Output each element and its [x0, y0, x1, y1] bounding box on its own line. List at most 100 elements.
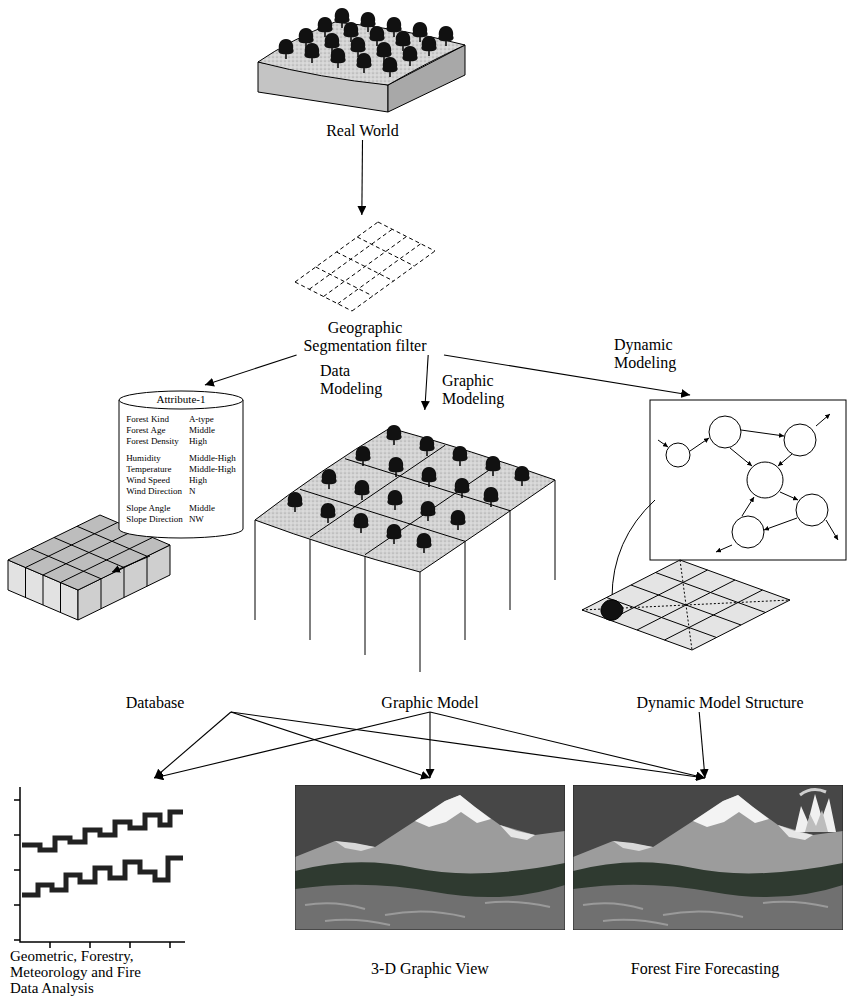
- flow-arrow: [429, 712, 430, 778]
- graphic-model-terrain-part-part: [416, 533, 431, 553]
- graphic-model-terrain-part: [255, 428, 555, 572]
- graphic-model-terrain-part-part: [514, 466, 529, 486]
- database-grid-part: [112, 556, 150, 572]
- state-diagram-part: [816, 414, 830, 426]
- graphic-model-terrain-part-part: [287, 492, 302, 512]
- data-chart-part: [22, 858, 183, 895]
- table-cell: A-type: [189, 414, 236, 425]
- table-cell: Humidity: [126, 453, 183, 464]
- caption-text: Forest Fire Forecasting: [631, 960, 779, 978]
- dynamic-grid: [582, 560, 790, 650]
- graphic-model-terrain-part-part: [485, 456, 500, 476]
- graphic-model-terrain-part-part: [420, 501, 435, 521]
- state-diagram-part: [690, 438, 709, 451]
- graphic-model-terrain-part-part: [355, 446, 370, 466]
- database-grid-part: [147, 556, 148, 586]
- illustration-box: Real World: [255, 5, 470, 140]
- real-world-terrain-part-part: [330, 48, 345, 68]
- real-world-terrain-part-part: [304, 43, 319, 63]
- forecast-image-part: [795, 794, 836, 832]
- caption-text: Geographic Segmentation filter: [286, 319, 444, 355]
- graphic-model-terrain-part: [300, 445, 510, 554]
- flow-arrow: [231, 712, 705, 778]
- edge-label: Graphic Modeling: [440, 372, 519, 408]
- segmentation-grid-part: [378, 222, 435, 251]
- graphic-model-terrain-part-part: [421, 467, 436, 487]
- flow-arrow: [425, 355, 428, 410]
- graphic-model-terrain-part-part: [310, 445, 445, 537]
- table-title: Attribute-1: [126, 393, 236, 406]
- graphic-model-terrain-part: [287, 425, 529, 553]
- edge-label: Dynamic Modeling: [612, 336, 696, 372]
- forecast-image-part: [805, 810, 828, 832]
- graphic-model-terrain-part-part: [454, 478, 469, 498]
- data-chart-part: [20, 787, 185, 942]
- state-diagram-part: [826, 520, 838, 540]
- graphic-model-terrain-part-part: [450, 510, 465, 530]
- state-diagram-part: [778, 454, 792, 466]
- table-cell: Forest Kind: [126, 414, 183, 425]
- state-diagram-part: [741, 430, 784, 436]
- view-image-part: [295, 785, 565, 930]
- graphic-model-terrain-part-part: [353, 513, 368, 533]
- graphic-model-terrain-part: [310, 537, 311, 640]
- graphic-model-terrain-part-part: [388, 457, 403, 477]
- table-cell: Forest Age: [126, 425, 183, 436]
- flow-arrow: [154, 712, 231, 778]
- segmentation-grid-part: [357, 237, 414, 266]
- state-diagram-part: [780, 492, 798, 500]
- real-world-terrain-part-part: [278, 39, 293, 59]
- state-diagram-part: [716, 545, 732, 552]
- caption-text: Dynamic Model Structure: [636, 694, 803, 712]
- graphic-model-terrain-part-part: [386, 425, 401, 445]
- database-grid-part: [60, 583, 61, 613]
- segmentation-grid-part: [316, 267, 373, 296]
- table-cell: Temperature: [126, 464, 183, 475]
- data-chart-part: [22, 812, 183, 850]
- segmentation-grid-part: [338, 244, 421, 304]
- graphic-model-terrain-part: [365, 555, 366, 655]
- graphic-model-terrain: [255, 425, 555, 672]
- database-grid-part: [101, 579, 102, 609]
- graphic-model-terrain-part: [465, 541, 466, 640]
- graphic-model-terrain-part-part: [365, 463, 500, 555]
- graphic-model-terrain-part: [555, 480, 556, 580]
- table-cell: High: [189, 475, 236, 486]
- graphic-model-terrain-part: [420, 572, 421, 672]
- table-cell: Middle-High: [189, 464, 236, 475]
- graphic-model-terrain-part-part: [300, 489, 465, 541]
- forecast-image-part: [800, 790, 826, 795]
- graphic-model-terrain-part: [255, 520, 256, 620]
- dynamic-grid-part: [601, 600, 623, 621]
- table-cell: Slope Direction: [126, 514, 183, 525]
- forecast-image-part: [573, 785, 843, 930]
- flow-arrow: [361, 140, 363, 215]
- table-cell: Wind Speed: [126, 475, 183, 486]
- graphic-model-terrain-part-part: [321, 469, 336, 489]
- segmentation-grid: [295, 222, 435, 311]
- flow-arrow: [430, 712, 705, 778]
- state-diagram-part: [764, 518, 797, 530]
- flow-arrow: [231, 712, 430, 778]
- real-world-terrain-part-part: [438, 26, 453, 46]
- caption-text: 3-D Graphic View: [371, 960, 489, 978]
- caption-text: Database: [126, 694, 185, 712]
- illustration-box: Database Attribute-1Forest Kind A-typeFore…: [40, 385, 270, 712]
- real-world-terrain-part-part: [421, 36, 436, 56]
- graphic-model-terrain-part: [510, 511, 511, 610]
- database-cylinder: Attribute-1Forest Kind A-typeForest AgeMi…: [118, 390, 244, 539]
- real-world-terrain-part-part: [382, 57, 397, 77]
- output-box: Geometric, Forestry, Meteorology and Fir…: [10, 778, 195, 996]
- flow-arrow: [699, 712, 705, 778]
- state-diagram-part: [666, 443, 690, 467]
- graphic-model-terrain-part-part: [386, 524, 401, 544]
- table-cell: Middle-High: [189, 453, 236, 464]
- output-box: 3-D Graphic View: [290, 778, 570, 978]
- real-world-terrain-part-part: [402, 46, 417, 66]
- caption-text: Graphic Model: [381, 694, 478, 712]
- state-diagram-part: [730, 448, 752, 466]
- database-grid-part: [124, 568, 125, 598]
- dynamic-grid-part: [582, 560, 790, 650]
- real-world-terrain-part: [278, 8, 453, 77]
- state-diagram-part: [742, 497, 754, 516]
